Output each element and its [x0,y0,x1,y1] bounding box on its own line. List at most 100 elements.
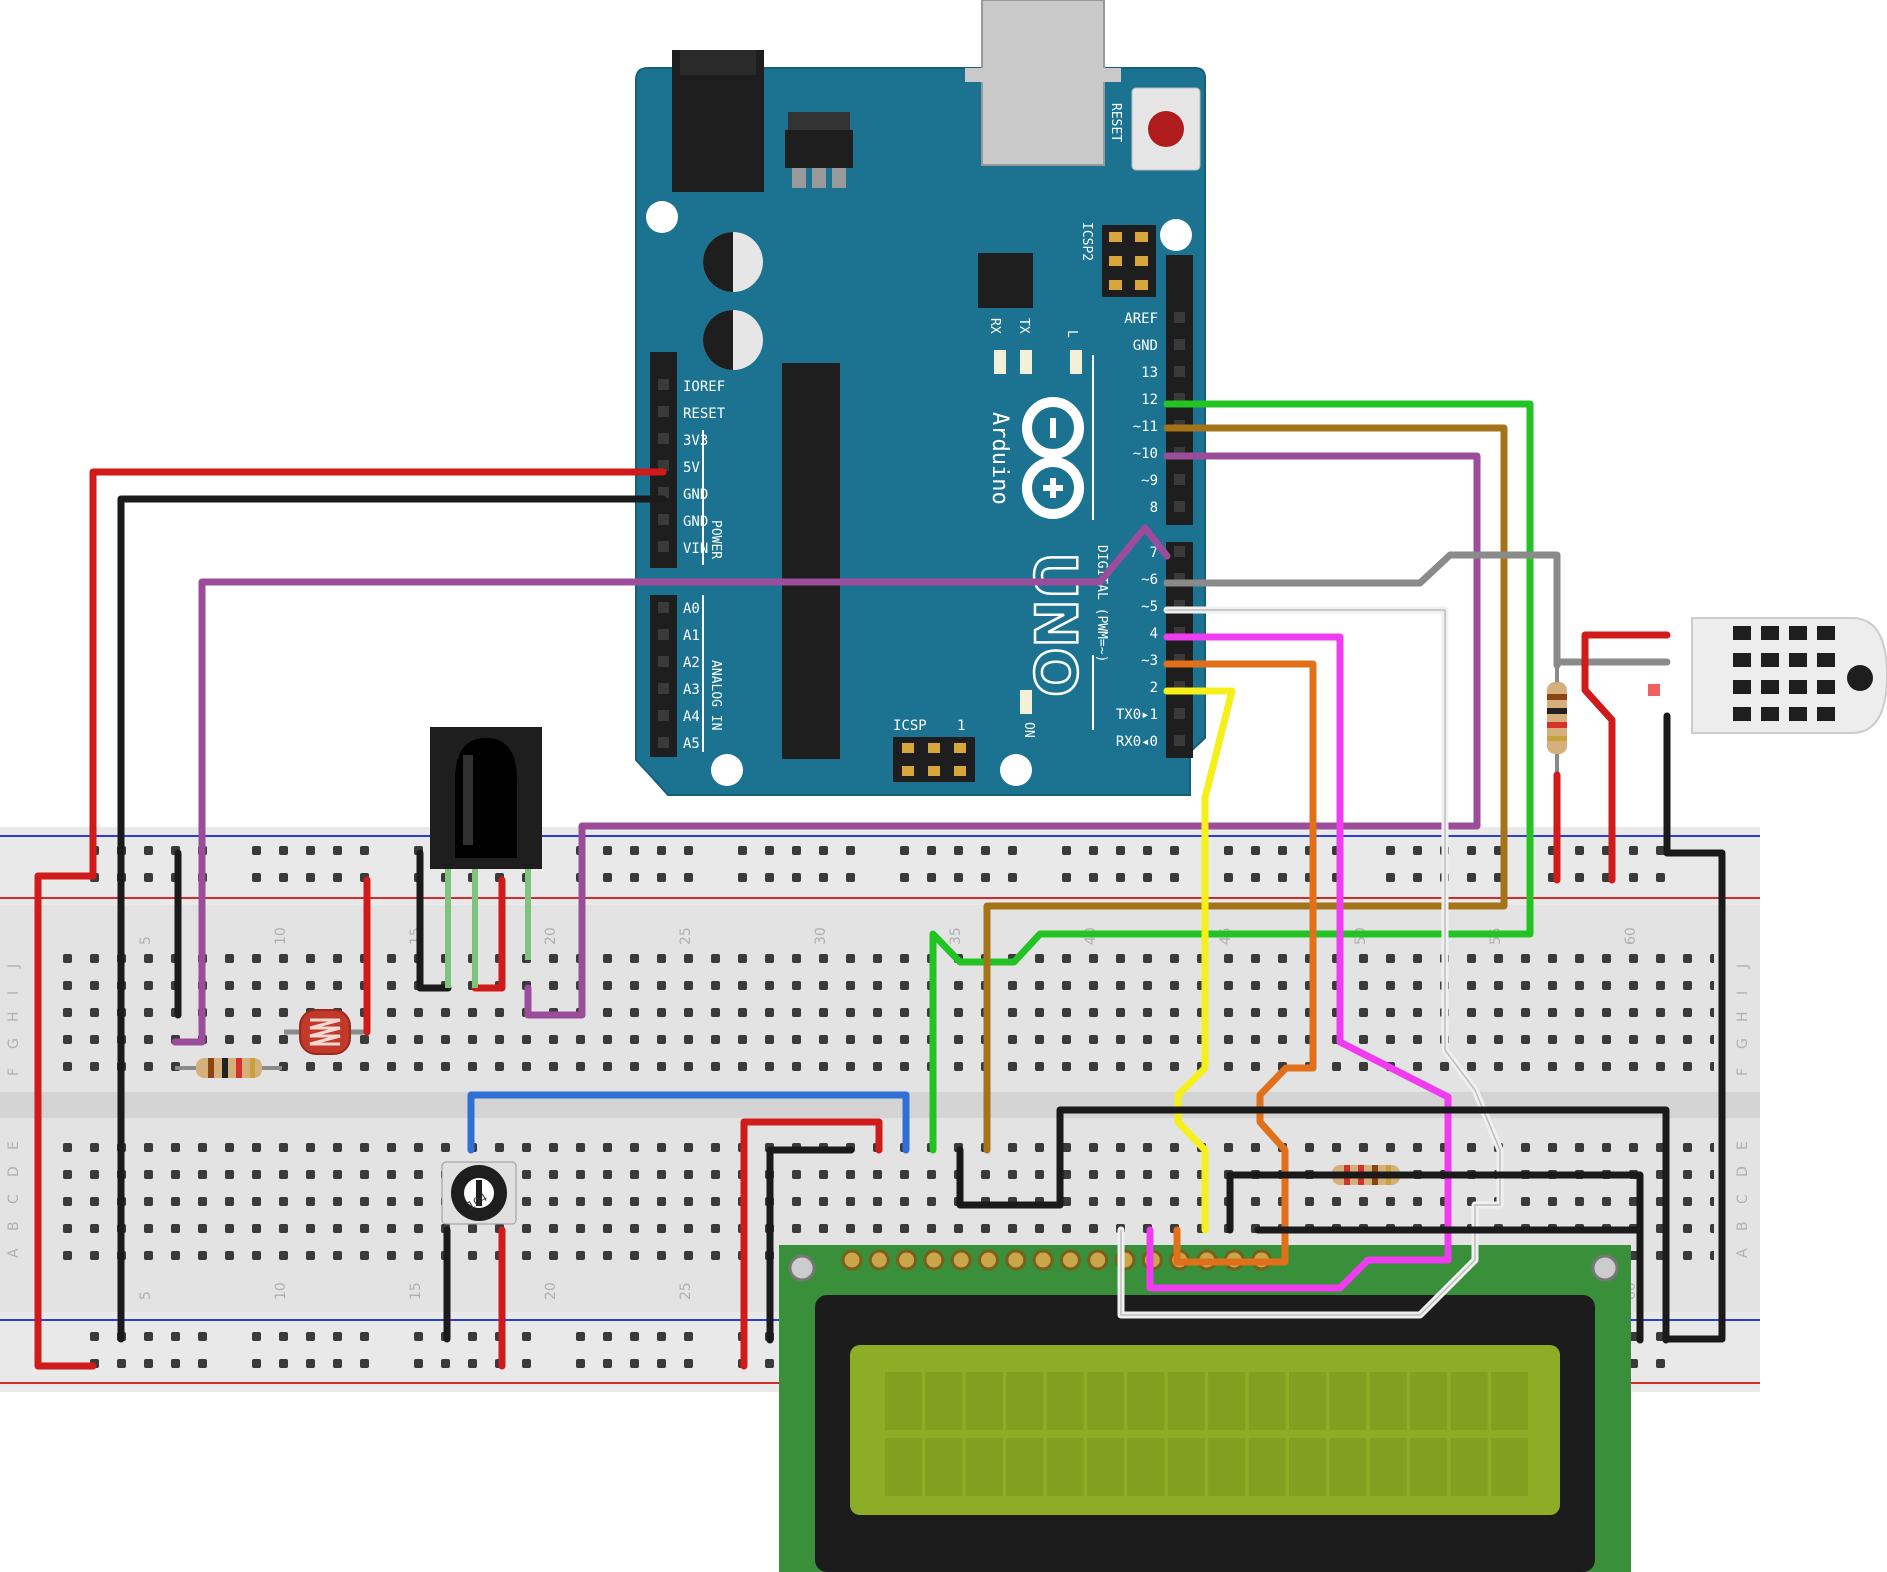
ir-receiver [430,727,542,869]
row-letter: G [1735,1038,1751,1049]
lcd-cell [1289,1438,1326,1496]
digital-pin-label: ~3 [1141,653,1158,669]
header-pin [658,683,669,694]
dht-grille-slot [1789,653,1807,667]
lcd-pin [1087,1249,1109,1271]
power-pin-label: 3V3 [683,433,708,449]
row-letter: E [1735,1141,1751,1150]
capacitor [703,310,763,370]
usb-connector [981,0,1105,166]
column-number: 30 [813,927,829,945]
reset-button-cap [1148,111,1184,147]
lcd-cell [1208,1438,1246,1496]
lcd-cell [1329,1438,1367,1496]
digital-pin-label: ~5 [1141,599,1158,615]
dht-grille-slot [1761,707,1779,721]
row-letter: A [1735,1248,1751,1258]
dht-grille-slot [1817,653,1835,667]
lcd-cell [1006,1372,1044,1430]
digital-pin-label: GND [1133,338,1158,354]
dht-grille-slot [1817,680,1835,694]
row-letter: D [1735,1166,1751,1177]
row-letter: J [1735,964,1751,969]
header-pin [1174,474,1185,485]
digital-pin-label: 8 [1150,500,1158,516]
lcd-pin [1032,1249,1054,1271]
analog-section-label: ANALOG IN [708,660,723,730]
digital-pin-label: AREF [1124,311,1158,327]
lcd-character-cells [885,1372,1528,1496]
on-led [1020,690,1032,714]
lcd-16x2-module [779,1245,1631,1572]
lcd-cell [1127,1372,1165,1430]
photoresistor [284,1009,368,1055]
row-letter: E [6,1141,22,1150]
dht-grille-slot [1761,680,1779,694]
header-pin [658,379,669,390]
digital-pin-label: ~10 [1133,446,1158,462]
lcd-cell [965,1438,1003,1496]
wires [34,400,1726,1370]
lcd-cell [885,1438,922,1496]
lcd-cell [1369,1372,1407,1430]
lcd-pin [868,1249,890,1271]
dht-grille-slot [1817,707,1835,721]
arduino-logo-icon [1022,397,1084,519]
header-pin [1174,735,1185,746]
column-number: 35 [948,927,964,945]
digital-pin-label: ~6 [1141,572,1158,588]
wire-ir-gnd [416,849,452,992]
header-pin [658,737,669,748]
power-pin-label: VIN [683,541,708,557]
lcd-cell [1167,1438,1205,1496]
column-number: 60 [1623,927,1639,945]
power-section-label: POWER [708,520,723,559]
analog-pin-label: A3 [683,682,700,698]
resistor-ldr [175,1058,282,1078]
column-number: 20 [543,1282,559,1300]
potentiometer: 104 [441,1161,517,1225]
lcd-cell [1248,1438,1286,1496]
wire-pin12 [929,400,1534,1154]
dht-grille-slot [1789,680,1807,694]
lcd-pin [978,1249,999,1271]
lcd-cell [1450,1438,1488,1496]
capacitor [703,232,763,292]
ir-receiver-legs [445,869,531,988]
row-letter: J [6,964,22,969]
header-pin [658,710,669,721]
rx-led [994,350,1006,374]
wire-pin2 [1163,687,1236,1234]
l-led [1070,350,1082,374]
header-pin [1174,339,1185,350]
lcd-pin [1005,1249,1027,1271]
column-number: 20 [543,927,559,945]
analog-pin-label: A2 [683,655,700,671]
column-number: 25 [678,1282,694,1300]
row-letter: D [6,1166,22,1177]
icsp-label: ICSP [893,718,927,734]
resistor-dht [1547,665,1567,775]
lcd-cell [1006,1438,1044,1496]
rx-label: RX [987,318,1002,334]
lcd-cell [1087,1438,1124,1496]
mounting-hole [646,201,678,233]
wire-lcd-vcc [740,1118,883,1370]
header-pin [1174,654,1185,665]
lcd-cell [1450,1372,1488,1430]
lcd-pin [1059,1249,1081,1271]
arduino-uno-board: RESET ICSP2 TX RX L ON Arduino UNO [635,0,1206,796]
lcd-cell [1410,1438,1448,1496]
header-pin [658,602,669,613]
lcd-cell [1491,1438,1528,1496]
power-pin-label: IOREF [683,379,725,395]
lcd-pin [841,1249,863,1271]
digital-pin-label: RX0◂0 [1116,734,1158,750]
lcd-cell [1087,1372,1124,1430]
lcd-cell [1491,1372,1528,1430]
row-letter: C [1735,1194,1751,1204]
lcd-pin [950,1249,972,1271]
lcd-cell [1046,1372,1084,1430]
